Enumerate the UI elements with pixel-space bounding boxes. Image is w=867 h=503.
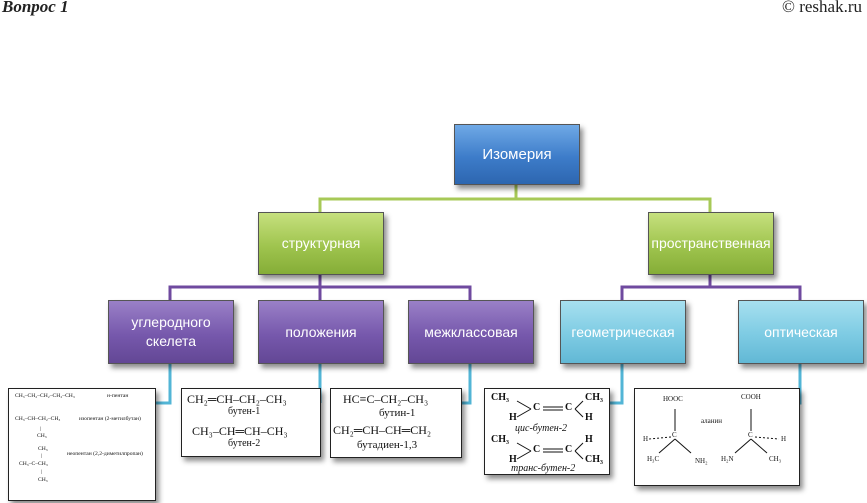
neopentane-formula: CH₃–C–CH₃	[19, 461, 48, 467]
connector-structural-to-children	[168, 273, 472, 300]
geometric-bonds	[516, 400, 584, 460]
node-interclass-label: межклассовая	[424, 323, 518, 340]
trans-c-right: C	[565, 444, 573, 455]
cis-butene2-label: цис-бутен-2	[515, 423, 568, 434]
example-position-isomers: CH₂═CH–CH₂–CH₃ бутен-1 CH₃–CH═CH–CH₃ бут…	[181, 388, 321, 457]
trans-c-left: C	[533, 444, 541, 455]
alanine-label: аланин	[701, 417, 723, 425]
ch3-label: CH₃	[769, 455, 782, 463]
neopentane-bond-bottom: |	[41, 469, 43, 475]
butene2-formula: CH₃–CH═CH–CH₃	[192, 424, 288, 438]
node-structural: структурная	[258, 212, 384, 275]
neopentane-bond-top: |	[41, 453, 43, 459]
right-c: C	[748, 431, 753, 439]
neopentane-bottom: CH₃	[38, 477, 48, 483]
node-optical: оптическая	[738, 300, 864, 364]
cis-h-left: H	[509, 412, 517, 423]
butadiene-formula: CH₂═CH–CH═CH₂	[333, 423, 432, 437]
neopentane-name: неопентан (2,2-диметилпропан)	[67, 451, 143, 457]
isopentane-branch: CH₃	[37, 433, 47, 439]
example-interclass-isomers: HC≡C–CH₂–CH₃ бутин-1 CH₂═CH–CH═CH₂ бутад…	[330, 388, 462, 458]
right-h: H	[781, 435, 787, 443]
question-number: Вопрос 1	[2, 0, 69, 16]
node-carbon-skeleton: углеродного скелета	[108, 300, 234, 364]
connector-carbon-example	[154, 362, 172, 405]
isopentane-formula: CH₃–CH–CH₂–CH₃	[15, 416, 61, 422]
node-position-label: положения	[285, 323, 357, 340]
isopentane-bond: |	[40, 426, 42, 432]
node-spatial: пространственная	[648, 212, 774, 275]
node-isomerism: Изомерия	[454, 124, 580, 185]
connector-interclass-example	[460, 362, 472, 405]
cooh-label: COOH	[741, 393, 761, 401]
trans-h-left: H	[509, 454, 517, 465]
connector-spatial-to-children	[620, 273, 802, 300]
nh2-label: NH₂	[695, 457, 708, 465]
n-pentane-name: н-пентан	[107, 393, 129, 399]
hooc-label: HOOC	[663, 395, 683, 403]
example-optical-isomers: HOOC COOH аланин C C H H H₃C NH₂ H₂N CH₃	[634, 388, 800, 486]
connector-root-to-level2	[318, 183, 712, 212]
isopentane-name: изопентан (2-метилбутан)	[79, 416, 141, 422]
node-geometric-label: геометрическая	[571, 323, 675, 340]
trans-ch3-right: CH₃	[585, 454, 603, 465]
cis-ch3-left: CH₃	[491, 392, 509, 403]
connector-geometric-example	[608, 362, 624, 405]
example-skeleton-isomers: CH₃–CH₂–CH₂–CH₂–CH₃ н-пентан CH₃–CH–CH₂–…	[8, 388, 156, 501]
cis-ch3-right: CH₃	[585, 392, 603, 403]
trans-h-right: H	[585, 434, 593, 445]
butene2-name: бутен-2	[228, 438, 261, 449]
cis-h-right: H	[585, 412, 593, 423]
trans-ch3-left: CH₃	[491, 434, 509, 445]
butene1-name: бутен-1	[228, 406, 261, 417]
butyne1-name: бутин-1	[379, 407, 416, 419]
node-carbon-skeleton-line1: углеродного	[131, 314, 211, 330]
left-h: H	[643, 435, 649, 443]
node-carbon-skeleton-line2: скелета	[145, 333, 197, 349]
left-c: C	[672, 431, 677, 439]
copyright-label: © reshak.ru	[782, 0, 862, 16]
node-isomerism-label: Изомерия	[482, 146, 552, 163]
h2n-label: H₂N	[721, 455, 734, 463]
node-optical-label: оптическая	[764, 323, 838, 340]
butene1-formula: CH₂═CH–CH₂–CH₃	[187, 392, 287, 406]
neopentane-top: CH₃	[38, 446, 48, 452]
h3c-label: H₃C	[647, 455, 660, 463]
node-interclass: межклассовая	[408, 300, 534, 364]
node-structural-label: структурная	[281, 235, 361, 251]
example-geometric-isomers: CH₃ CH₃ C C H H цис-бутен-2 CH₃ H C C H …	[484, 388, 610, 475]
optical-bonds	[648, 409, 780, 454]
cis-c-left: C	[533, 402, 541, 413]
node-position: положения	[258, 300, 384, 364]
n-pentane-formula: CH₃–CH₂–CH₂–CH₂–CH₃	[15, 393, 75, 399]
node-geometric: геометрическая	[560, 300, 686, 364]
trans-butene2-label: транс-бутен-2	[511, 463, 576, 474]
cis-c-right: C	[565, 402, 573, 413]
butadiene-name: бутадиен-1,3	[357, 439, 418, 451]
butyne1-formula: HC≡C–CH₂–CH₃	[343, 392, 429, 406]
node-spatial-label: пространственная	[651, 235, 771, 251]
